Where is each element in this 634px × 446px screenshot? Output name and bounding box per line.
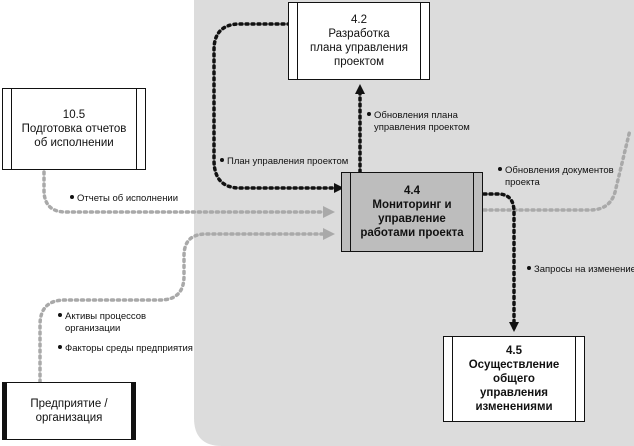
bullet-icon — [527, 266, 531, 271]
process-10-5-title-line-2: об исполнении — [34, 137, 114, 149]
label-change-requests: Запросы на изменение — [527, 264, 634, 276]
process-4-4-number: 4.4 — [404, 185, 420, 197]
bullet-icon — [70, 195, 74, 200]
label-change-requests-text: Запросы на изменение — [534, 264, 634, 275]
process-4-2-title-line-3: проектом — [333, 56, 384, 68]
process-4-5-title-line-4: изменениями — [475, 401, 553, 413]
process-10-5-title-line-1: Подготовка отчетов — [21, 123, 127, 135]
enterprise-title-line-2: организация — [35, 412, 103, 424]
flow-plan-to-4-4-line — [212, 22, 344, 193]
process-4-2-title-line-1: Разработка — [328, 28, 390, 40]
process-4-5-title-line-2: общего — [493, 373, 535, 385]
process-4-4-title-line-1: Мониторинг и — [372, 199, 452, 211]
process-10-5-number: 10.5 — [62, 109, 86, 121]
process-4-2-number: 4.2 — [351, 14, 367, 26]
label-org-assets: Активы процессов организации — [58, 311, 146, 335]
process-4-5-number: 4.5 — [506, 345, 522, 357]
process-4-5-title-line-3: управления — [480, 387, 548, 399]
bullet-icon — [58, 345, 62, 350]
process-4-5-title-line-1: Осуществление — [468, 359, 560, 371]
flow-performance-reports-line — [42, 170, 335, 218]
label-perf-reports: Отчеты об исполнении — [70, 193, 178, 205]
bullet-icon — [367, 112, 371, 117]
process-4-4-box: 4.4 Мониторинг и управление работами про… — [341, 172, 483, 252]
label-plan-updates-line-2: управления проектом — [374, 122, 470, 133]
label-org-assets-line-2: организации — [65, 323, 121, 334]
process-4-5-box: 4.5 Осуществление общего управления изме… — [443, 336, 585, 422]
flow-change-requests-line — [482, 192, 519, 332]
process-4-4-title-line-2: управление — [378, 213, 446, 225]
bullet-icon — [498, 167, 502, 172]
process-4-4-title-line-3: работами проекта — [360, 227, 464, 239]
process-4-2-title-line-2: плана управления — [310, 42, 408, 54]
label-org-assets-line-1: Активы процессов — [65, 311, 147, 322]
bullet-icon — [220, 158, 224, 163]
flow-doc-updates-line — [482, 128, 632, 212]
label-env-factors-text: Факторы среды предприятия — [65, 343, 193, 354]
label-perf-reports-text: Отчеты об исполнении — [77, 193, 179, 204]
enterprise-title-line-1: Предприятие / — [30, 398, 108, 410]
process-4-2-box: 4.2 Разработка плана управления проектом — [288, 2, 430, 80]
label-plan-updates-line-1: Обновления плана — [374, 110, 458, 121]
flow-enterprise-line — [38, 228, 335, 384]
label-doc-updates-line-1: Обновления документов — [505, 165, 614, 176]
label-pm-plan-text: План управления проектом — [227, 156, 349, 167]
label-doc-updates: Обновления документов проекта — [498, 165, 614, 189]
label-pm-plan: План управления проектом — [220, 156, 348, 168]
label-env-factors: Факторы среды предприятия — [58, 343, 193, 355]
label-doc-updates-line-2: проекта — [505, 177, 540, 188]
label-plan-updates: Обновления плана управления проектом — [367, 110, 470, 134]
process-10-5-box: 10.5 Подготовка отчетов об исполнении — [2, 88, 146, 170]
bullet-icon — [58, 313, 62, 318]
enterprise-box: Предприятие / организация — [2, 382, 136, 440]
